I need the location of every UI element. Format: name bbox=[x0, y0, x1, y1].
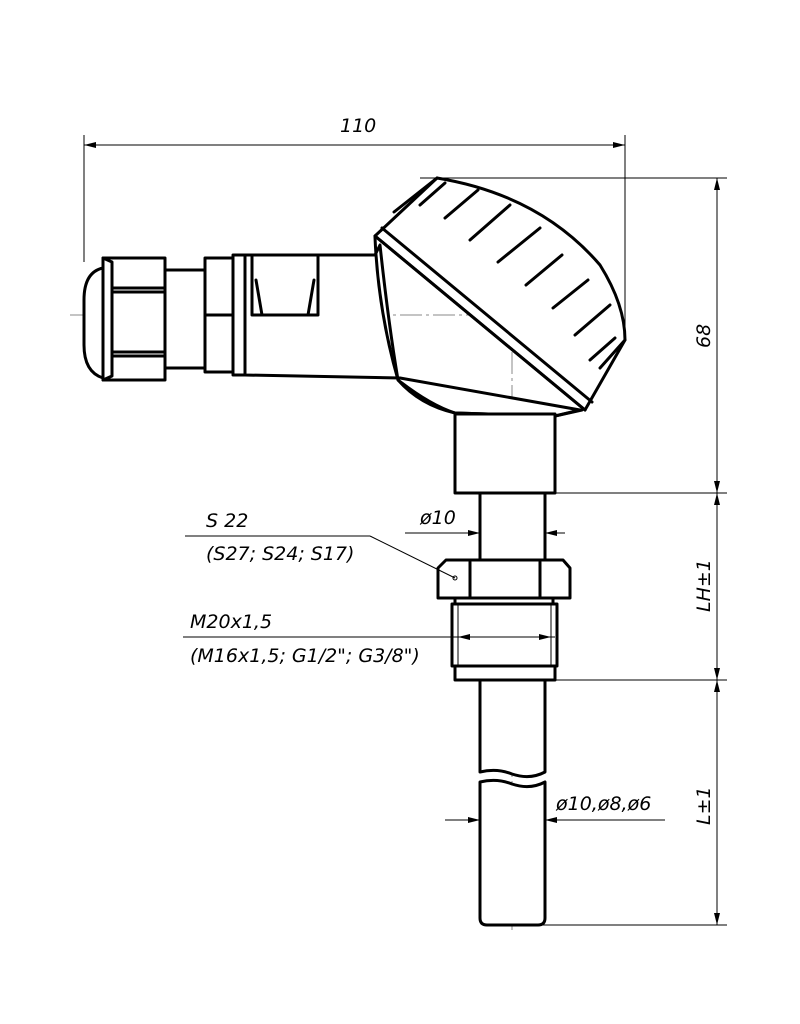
dim-l-label: L±1 bbox=[693, 786, 715, 825]
neck-tube bbox=[478, 491, 547, 562]
thread-alternatives-label: (M16x1,5; G1/2"; G3/8") bbox=[190, 645, 420, 667]
dim-68-label: 68 bbox=[693, 324, 715, 348]
hex-alternatives-label: (S27; S24; S17) bbox=[206, 543, 354, 565]
hex-leader bbox=[185, 535, 456, 579]
neck-diameter-label: ø10 bbox=[419, 507, 456, 529]
cable-gland bbox=[82, 253, 247, 382]
dim-lh-label: LH±1 bbox=[693, 559, 715, 612]
thread-label: M20x1,5 bbox=[190, 611, 272, 633]
vertical-dimensions bbox=[420, 177, 727, 926]
head-cover bbox=[373, 176, 627, 412]
hex-nut bbox=[436, 558, 572, 600]
probe bbox=[478, 678, 547, 927]
dim-110-label: 110 bbox=[340, 115, 376, 137]
hex-size-label: S 22 bbox=[206, 510, 248, 532]
probe-diameter-label: ø10,ø8,ø6 bbox=[555, 793, 651, 815]
dimension-110 bbox=[83, 135, 626, 340]
neck bbox=[453, 412, 557, 495]
thread-fitting bbox=[450, 596, 559, 682]
